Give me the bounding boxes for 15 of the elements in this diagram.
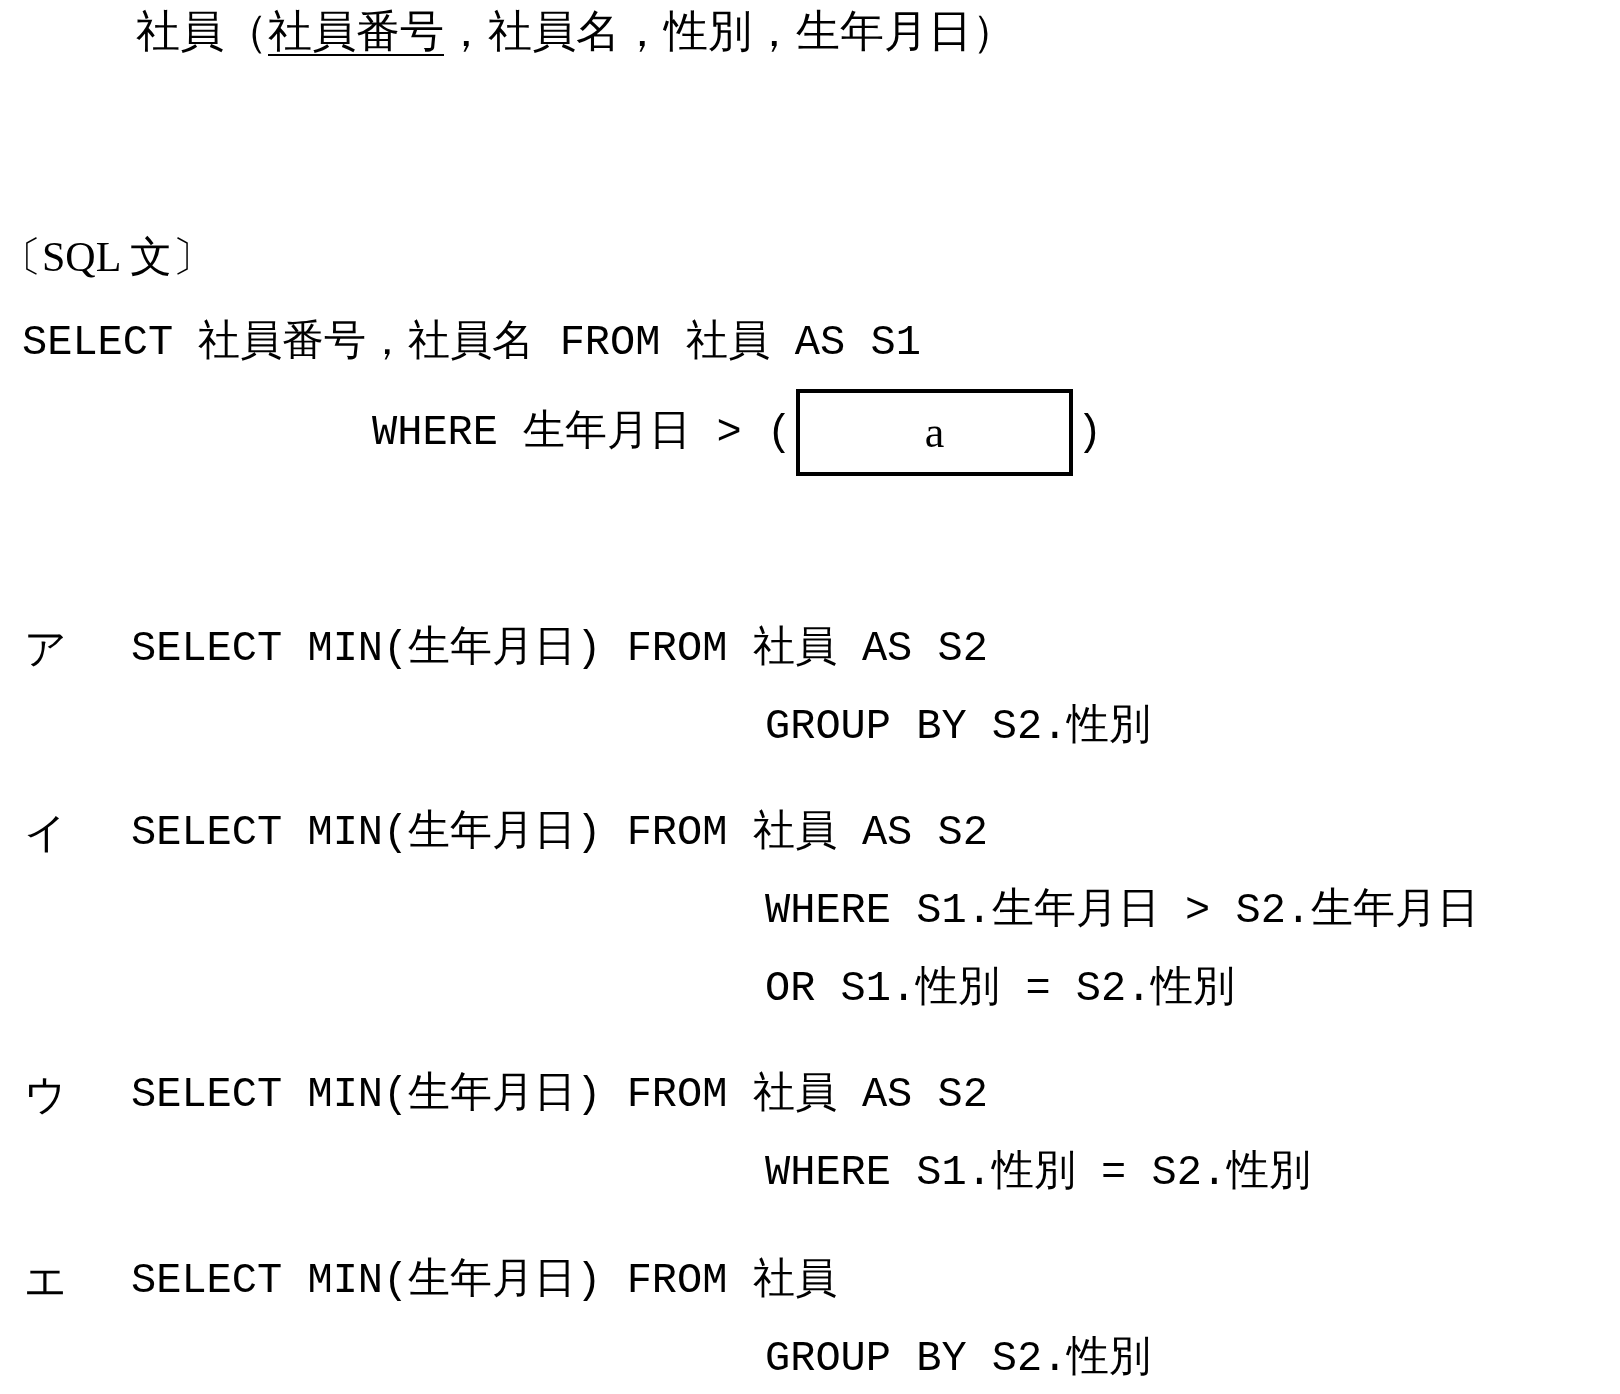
sql-code-text: GROUP BY S2.性別 — [765, 706, 1152, 748]
sql-code-text: OR S1.性別 = S2.性別 — [765, 968, 1236, 1010]
option-marker: イ — [24, 812, 67, 854]
sql-code-text: GROUP BY S2.性別 — [765, 1338, 1152, 1380]
section-heading: 〔SQL 文〕 — [0, 236, 215, 278]
sql-code-text: ) — [1077, 411, 1103, 454]
sql-code-text: WHERE S1.性別 = S2.性別 — [765, 1152, 1312, 1194]
relation-schema-text: ，社員名，性別，生年月日） — [444, 10, 1016, 54]
relation-schema-text: 社員（ — [136, 10, 268, 54]
relation-schema-text: 社員番号 — [268, 10, 444, 54]
sql-code-text: WHERE 生年月日 > ( — [372, 411, 793, 454]
option-marker: エ — [24, 1260, 67, 1302]
option-marker: ウ — [24, 1074, 67, 1116]
option-marker: ア — [24, 628, 67, 670]
answer-blank-box: a — [796, 389, 1074, 476]
